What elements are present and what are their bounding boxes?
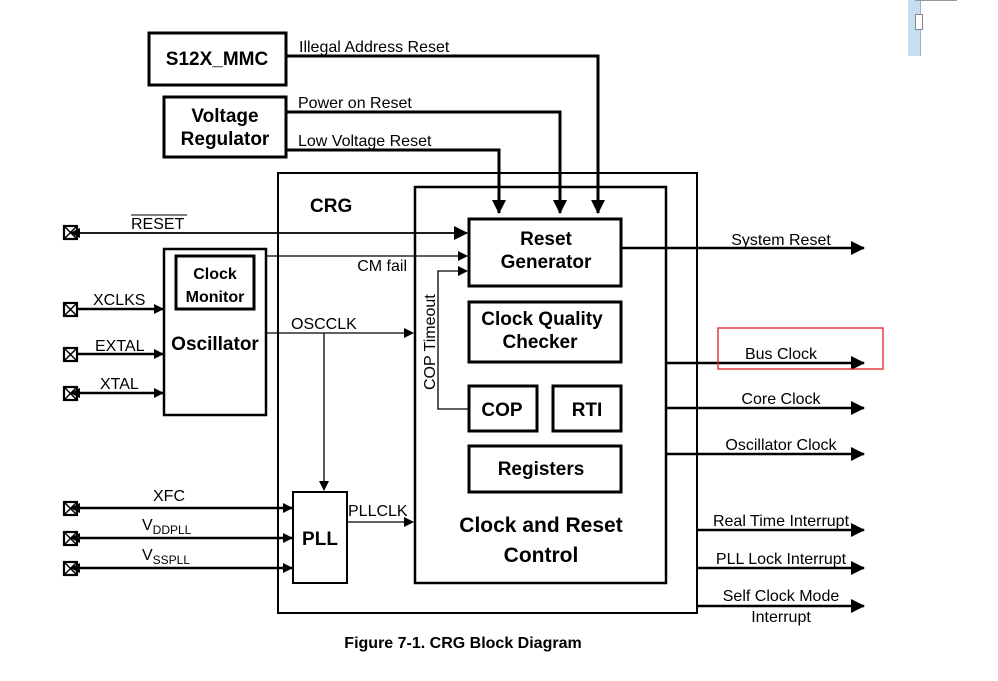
- illegal-address-reset-label: Illegal Address Reset: [299, 39, 450, 56]
- low-voltage-reset-line: Low Voltage Reset: [286, 133, 506, 214]
- cop-label: COP: [481, 400, 523, 421]
- illegal-address-reset-line: Illegal Address Reset: [286, 39, 605, 214]
- registers-block: Registers: [467, 444, 623, 494]
- pin-xtal: XTAL: [62, 376, 164, 402]
- background-window-field: [915, 14, 923, 30]
- reset-generator-block: Reset Generator: [467, 217, 623, 288]
- s12x-mmc-label: S12X_MMC: [166, 49, 269, 70]
- crg-title: CRG: [310, 196, 352, 217]
- reset-pin-label: RESET: [131, 216, 185, 233]
- pin-pad-icon: [62, 301, 79, 318]
- clock-monitor-label-2: Monitor: [186, 289, 245, 306]
- oscillator-clock-label: Oscillator Clock: [725, 437, 837, 454]
- cop-block: COP: [467, 384, 539, 433]
- self-clock-mode-interrupt-label-1: Self Clock Mode: [723, 588, 840, 605]
- output-pll-lock-interrupt: PLL Lock Interrupt: [697, 551, 865, 575]
- self-clock-mode-interrupt-label-2: Interrupt: [751, 609, 811, 626]
- real-time-interrupt-label: Real Time Interrupt: [713, 513, 850, 530]
- rti-label: RTI: [572, 400, 603, 421]
- output-system-reset: System Reset: [621, 232, 865, 255]
- extal-pin-label: EXTAL: [95, 338, 145, 355]
- s12x-mmc-block: S12X_MMC: [147, 31, 288, 87]
- output-self-clock-mode-interrupt: Self Clock Mode Interrupt: [697, 588, 865, 626]
- clock-quality-checker-label-1: Clock Quality: [481, 309, 603, 330]
- pin-vddpll: VDDPLL: [62, 517, 293, 547]
- pin-pad-icon: [62, 385, 79, 402]
- output-oscillator-clock: Oscillator Clock: [666, 437, 865, 461]
- vddpll-sub: DDPLL: [153, 523, 192, 537]
- power-on-reset-line: Power on Reset: [286, 95, 567, 214]
- background-window-border: [915, 0, 957, 1]
- reset-generator-label-1: Reset: [520, 229, 572, 250]
- pin-pad-icon: [62, 500, 79, 517]
- pin-extal: EXTAL: [62, 338, 164, 363]
- oscillator-label: Oscillator: [171, 334, 259, 355]
- pin-vsspll: VSSPLL: [62, 547, 293, 577]
- pin-pad-icon: [62, 224, 79, 241]
- registers-label: Registers: [498, 459, 585, 480]
- system-reset-label: System Reset: [731, 232, 831, 249]
- pin-pad-icon: [62, 530, 79, 547]
- clock-reset-control-box: [413, 185, 668, 585]
- pin-pad-icon: [62, 560, 79, 577]
- cm-fail-label: CM fail: [357, 258, 407, 275]
- vsspll-base: V: [142, 547, 153, 564]
- cop-timeout-label: COP Timeout: [422, 294, 439, 390]
- vsspll-pin-label: VSSPLL: [142, 547, 190, 567]
- cm-fail-line: CM fail: [266, 251, 468, 275]
- output-bus-clock: Bus Clock: [666, 327, 884, 370]
- pin-xclks: XCLKS: [62, 292, 164, 318]
- pin-pad-icon: [62, 346, 79, 363]
- voltage-regulator-label-2: Regulator: [181, 129, 270, 150]
- xtal-pin-label: XTAL: [100, 376, 139, 393]
- rti-block: RTI: [551, 384, 623, 433]
- pllclk-line: PLLCLK: [347, 503, 414, 527]
- power-on-reset-label: Power on Reset: [298, 95, 412, 112]
- voltage-regulator-label-1: Voltage: [191, 106, 258, 127]
- clock-quality-checker-label-2: Checker: [503, 332, 579, 353]
- clock-monitor-label-1: Clock: [193, 266, 237, 283]
- oscclk-label: OSCCLK: [291, 316, 357, 333]
- oscclk-line: OSCCLK: [266, 316, 414, 491]
- pin-xfc: XFC: [62, 488, 293, 517]
- xfc-pin-label: XFC: [153, 488, 185, 505]
- clock-reset-control-title-2: Control: [504, 544, 579, 567]
- pll-lock-interrupt-label: PLL Lock Interrupt: [716, 551, 847, 568]
- clock-quality-checker-block: Clock Quality Checker: [467, 300, 623, 364]
- reset-generator-label-2: Generator: [501, 252, 592, 273]
- cop-timeout-line: COP Timeout: [422, 266, 469, 410]
- vsspll-sub: SSPLL: [153, 553, 191, 567]
- core-clock-label: Core Clock: [741, 391, 821, 408]
- clock-monitor-block: Clock Monitor: [174, 254, 256, 311]
- pll-block: PLL: [292, 491, 348, 584]
- bus-clock-highlight-box: [717, 327, 884, 370]
- clock-reset-control-title-1: Clock and Reset: [459, 514, 622, 537]
- vddpll-pin-label: VDDPLL: [142, 517, 192, 537]
- voltage-regulator-block: Voltage Regulator: [162, 95, 288, 159]
- figure-caption: Figure 7-1. CRG Block Diagram: [344, 635, 581, 652]
- vddpll-base: V: [142, 517, 153, 534]
- low-voltage-reset-label: Low Voltage Reset: [298, 133, 432, 150]
- pll-label: PLL: [302, 529, 338, 550]
- pin-reset: RESET: [62, 214, 468, 241]
- output-real-time-interrupt: Real Time Interrupt: [697, 513, 865, 537]
- pllclk-label: PLLCLK: [348, 503, 408, 520]
- crg-outer-box: [277, 172, 698, 614]
- output-core-clock: Core Clock: [666, 391, 865, 415]
- bus-clock-label: Bus Clock: [745, 346, 818, 363]
- xclks-pin-label: XCLKS: [93, 292, 145, 309]
